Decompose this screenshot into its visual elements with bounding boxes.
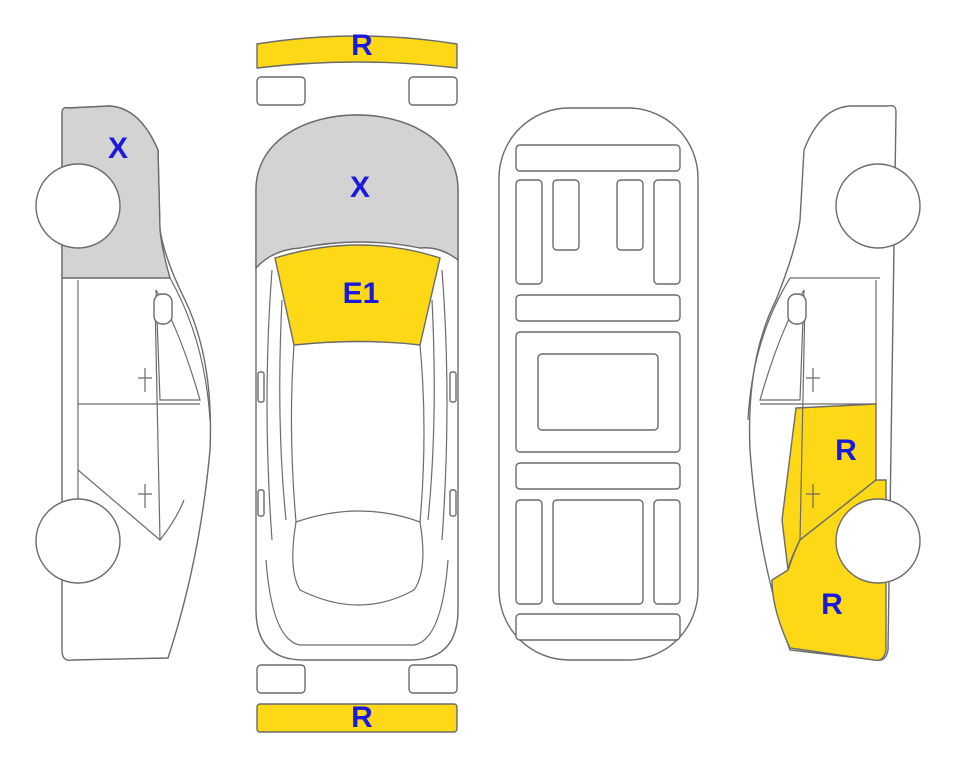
right-rear-door-label: R: [835, 434, 857, 467]
right-mirror: [449, 371, 457, 403]
front-right-light: [408, 76, 458, 106]
car-top-view: R X E1 R: [255, 29, 459, 734]
top-right-inner: [427, 299, 435, 521]
left-b-pillar: [154, 299, 161, 541]
right-front-wheel: [835, 163, 921, 249]
top-left-pillar: [266, 269, 273, 541]
car-right-side-view: R R: [747, 104, 921, 661]
left-front-handle: [138, 368, 152, 392]
front-floor-divider: [515, 294, 681, 322]
car-left-side-view: X: [35, 105, 212, 661]
right-mirror-side: [787, 293, 807, 325]
left-handle: [257, 489, 265, 517]
top-left-inner: [279, 299, 287, 521]
rear-bumper-panel[interactable]: [256, 703, 458, 733]
rear-window: [292, 521, 424, 606]
right-a-pillar: [747, 277, 791, 421]
center-console: [537, 353, 659, 431]
rear-seat: [552, 499, 644, 605]
trunk-line: [265, 559, 449, 646]
left-rear-handle: [138, 484, 152, 508]
left-rear-wheel: [35, 498, 121, 584]
hood-label: X: [350, 171, 370, 204]
dashboard: [515, 144, 681, 172]
front-right-door-panel: [653, 179, 681, 285]
top-right-pillar: [441, 269, 448, 541]
front-bumper-panel[interactable]: [256, 35, 458, 69]
left-mirror-side: [153, 293, 173, 325]
roof-outline: [290, 344, 425, 523]
right-rear-quarter-label: R: [821, 588, 843, 621]
left-front-fender-label: X: [108, 132, 128, 165]
left-a-pillar: [169, 277, 211, 421]
hood-panel[interactable]: [255, 114, 459, 270]
car-interior-view: [498, 107, 699, 661]
rear-right-light: [408, 664, 458, 694]
rear-bumper-label: R: [351, 701, 373, 734]
rear-right-door-panel: [653, 499, 681, 605]
windshield-label: E1: [343, 277, 380, 310]
rear-floor-divider: [515, 462, 681, 490]
right-handle: [449, 489, 457, 517]
left-mirror: [257, 371, 265, 403]
front-left-seat: [552, 179, 580, 251]
rear-left-light: [256, 664, 306, 694]
windshield-panel[interactable]: [274, 244, 441, 346]
front-bumper-label: R: [351, 29, 373, 62]
right-rear-wheel: [835, 498, 921, 584]
rear-left-door-panel: [515, 499, 543, 605]
front-left-light: [256, 76, 306, 106]
trunk-floor: [515, 613, 681, 641]
right-b-pillar: [799, 299, 806, 541]
left-front-wheel: [35, 163, 121, 249]
right-front-handle: [806, 368, 820, 392]
front-right-seat: [616, 179, 644, 251]
front-left-door-panel: [515, 179, 543, 285]
right-rear-handle: [806, 484, 820, 508]
